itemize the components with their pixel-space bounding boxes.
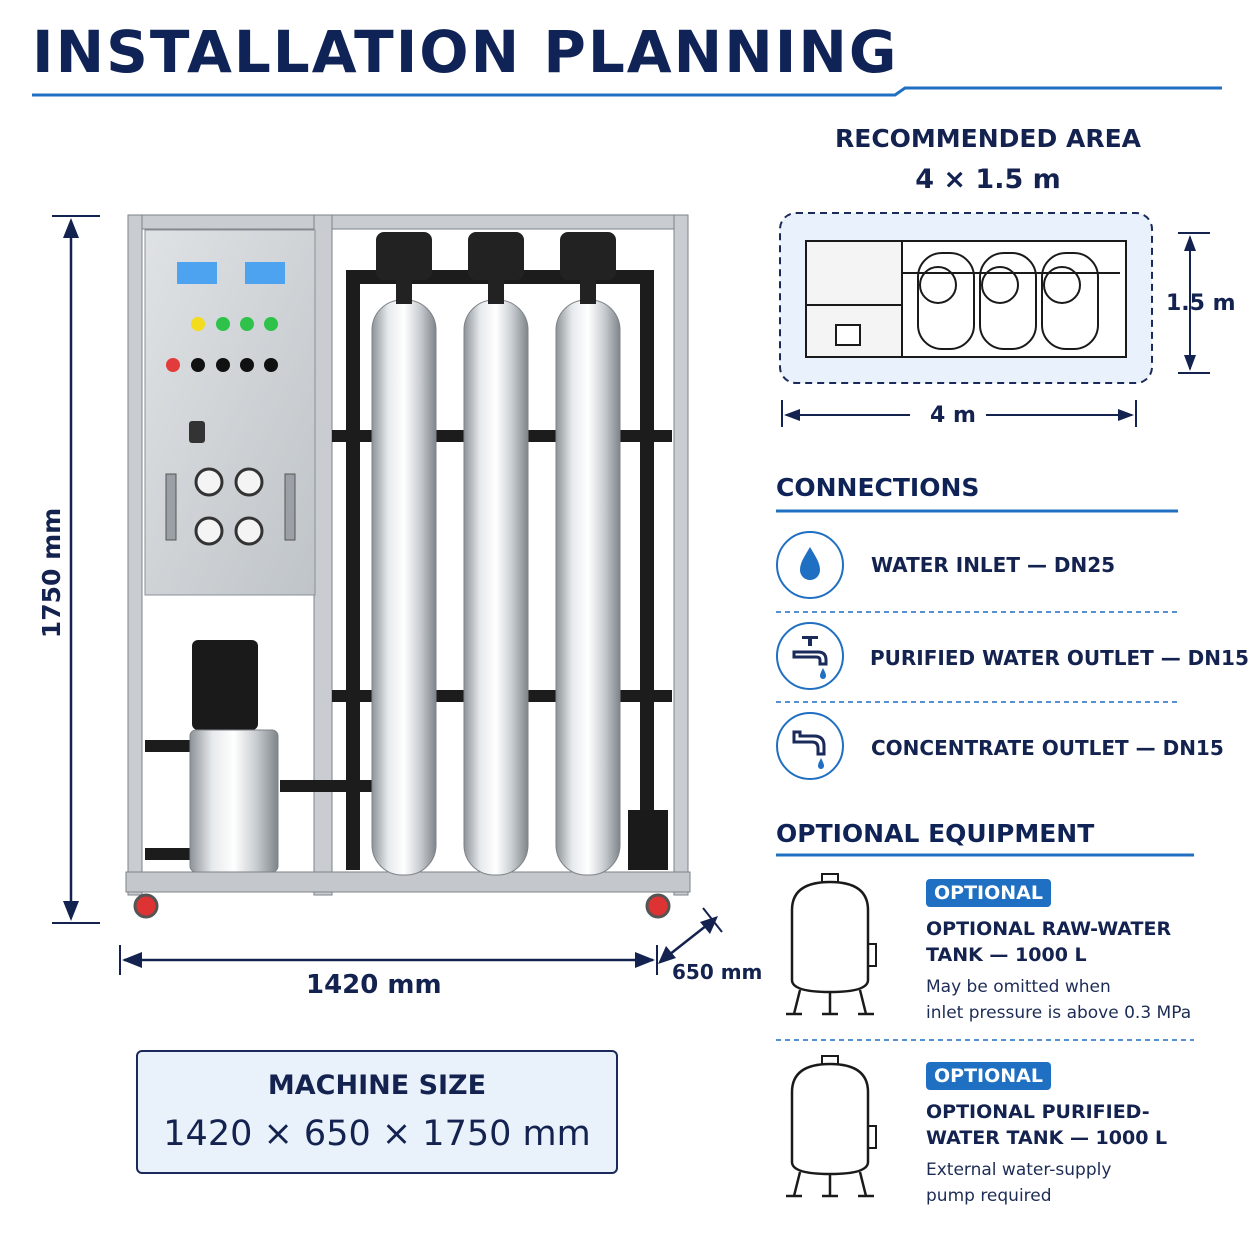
tank-icon [786,873,877,1016]
purified-water-tank-note: External water-supply pump required [926,1160,1112,1206]
recommended-area-value: 4 × 1.5 m [915,164,1061,195]
optional-badge: OPTIONAL [926,879,1051,907]
faucet-icon [776,622,844,690]
width-dimension-label: 1420 mm [306,970,442,1000]
optional-equipment-dividers [776,853,1194,1041]
connection-label-purified-outlet: PURIFIED WATER OUTLET — DN15 [870,646,1249,670]
connection-row-inlet [776,531,844,599]
connection-row-purified-outlet [776,622,844,690]
machine-size-panel: MACHINE SIZE 1420 × 650 × 1750 mm [136,1050,618,1174]
water-drop-icon [776,531,844,599]
connection-label-concentrate-outlet: CONCENTRATE OUTLET — DN15 [871,736,1224,760]
raw-water-tank-note: May be omitted when inlet pressure is ab… [926,977,1192,1023]
floor-plan-diagram [779,212,1210,427]
tank-icon [786,1055,877,1198]
optional-badge: OPTIONAL [926,1062,1051,1090]
connection-row-concentrate-outlet [776,712,844,780]
raw-water-tank-title: OPTIONAL RAW-WATER TANK — 1000 L [926,918,1172,966]
machine-size-value: 1420 × 650 × 1750 mm [163,1114,591,1154]
depth-dimension-label: 650 mm [672,960,763,984]
connection-label-inlet: WATER INLET — DN25 [871,553,1116,577]
optional-equipment-title: OPTIONAL EQUIPMENT [776,819,1095,848]
area-depth-label: 1.5 m [1166,291,1236,316]
connections-dividers [776,509,1178,703]
area-width-label: 4 m [930,403,976,428]
connections-title: CONNECTIONS [776,473,980,502]
height-dimension-label: 1750 mm [37,507,66,639]
machine-size-label: MACHINE SIZE [267,1070,487,1101]
page-title: INSTALLATION PLANNING [32,18,899,86]
drain-pipe-icon [776,712,844,780]
ro-machine-illustration [125,214,691,919]
purified-water-tank-title: OPTIONAL PURIFIED- WATER TANK — 1000 L [926,1101,1168,1149]
recommended-area-title: RECOMMENDED AREA [835,124,1141,153]
title-underline [32,86,1222,97]
